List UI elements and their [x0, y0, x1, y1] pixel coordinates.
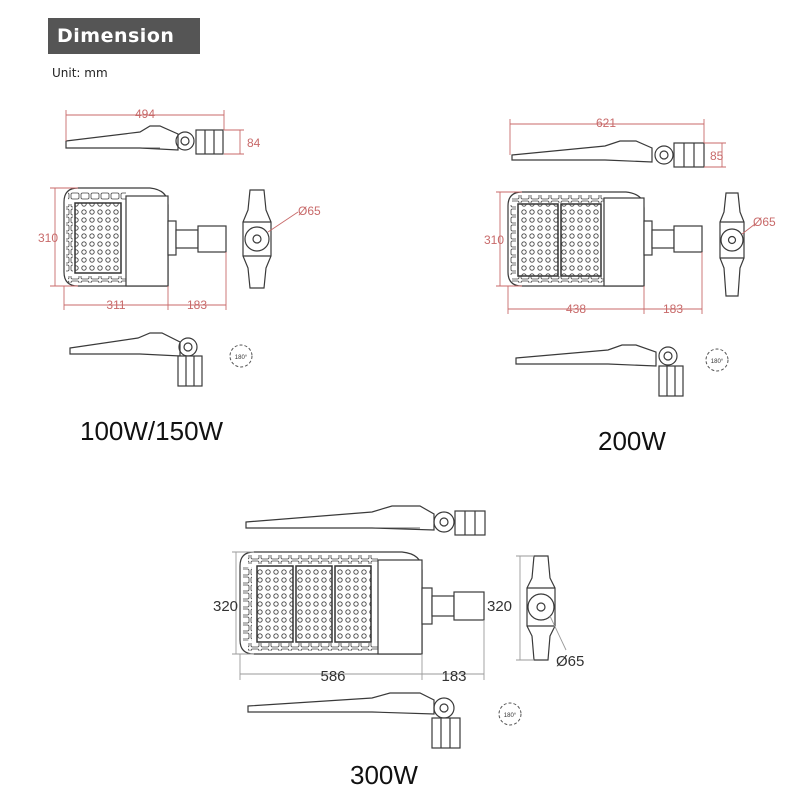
dim-body-length: 438 — [566, 302, 586, 316]
drawing-300w: 320 586 183 320 Ø65 180° — [213, 505, 584, 749]
dim-body-length: 311 — [106, 298, 125, 312]
caption-300w: 300W — [350, 760, 418, 790]
caption-200w: 200W — [598, 426, 666, 456]
dim-top-height: 310 — [484, 233, 504, 247]
unit-label: Unit: mm — [52, 66, 108, 80]
side-view-mounted — [69, 332, 203, 387]
side-view-mounted — [247, 692, 461, 749]
rotation-icon: 180° — [498, 702, 522, 726]
top-view — [507, 191, 703, 287]
dim-top-height: 310 — [38, 231, 58, 245]
top-view — [239, 551, 485, 655]
top-dimensions — [496, 191, 703, 314]
end-dimensions — [516, 555, 534, 661]
section-title: Dimension — [48, 18, 200, 54]
leader-line — [741, 223, 756, 235]
dim-top-height: 320 — [213, 598, 238, 615]
dim-body-length: 586 — [320, 668, 345, 685]
dim-side-height: 84 — [247, 136, 261, 150]
end-view — [242, 189, 272, 289]
end-view — [526, 555, 556, 661]
rotation-icon: 180° — [705, 348, 729, 372]
side-view-mounted — [515, 344, 684, 397]
dim-end-height: 320 — [487, 598, 512, 615]
dim-pole-dia: Ø65 — [556, 653, 584, 670]
side-dimensions — [509, 119, 726, 168]
side-view — [65, 125, 224, 155]
top-dimensions — [50, 187, 227, 310]
leader-line — [549, 615, 567, 651]
dim-pole-dia: Ø65 — [753, 215, 776, 229]
rotation-label: 180° — [235, 355, 248, 361]
rotation-label: 180° — [711, 359, 724, 365]
end-view — [719, 192, 745, 297]
top-view — [63, 187, 227, 287]
side-view — [245, 505, 486, 536]
rotation-label: 180° — [504, 713, 517, 719]
dim-arm-length: 183 — [663, 302, 683, 316]
dim-pole-dia: Ø65 — [298, 204, 321, 218]
caption-100w-150w: 100W/150W — [80, 416, 224, 446]
dim-arm-length: 183 — [187, 298, 207, 312]
dim-side-length: 621 — [596, 116, 616, 130]
dim-side-height: 85 — [710, 149, 724, 163]
top-dimensions — [232, 551, 485, 680]
drawing-100w-150w: 494 84 310 311 183 — [38, 107, 321, 387]
rotation-icon: 180° — [229, 344, 253, 368]
drawing-200w: 621 85 310 438 183 — [484, 116, 776, 397]
side-view — [511, 140, 705, 168]
dim-arm-length: 183 — [441, 668, 466, 685]
dim-side-length: 494 — [135, 107, 155, 121]
leader-line — [267, 211, 299, 233]
side-dimensions — [65, 110, 244, 155]
